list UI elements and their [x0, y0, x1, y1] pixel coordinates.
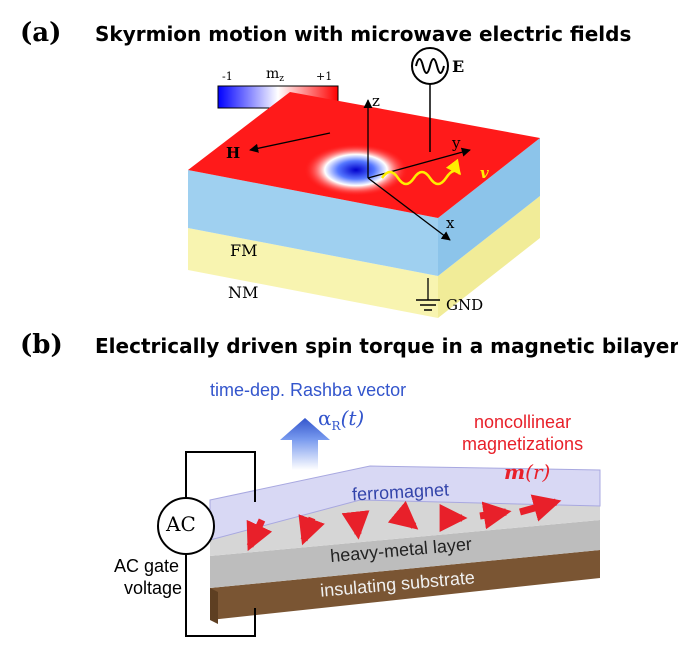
- magnetization-arrow: [341, 510, 370, 540]
- colorbar-max: +1: [316, 70, 332, 83]
- magnetizations-label: magnetizations: [462, 434, 584, 454]
- substrate-front: [210, 550, 600, 620]
- fm-label: FM: [230, 241, 257, 260]
- rashba-arrow: [280, 418, 330, 470]
- rashba-symbol: αR(t): [318, 406, 364, 433]
- x-axis: [367, 177, 451, 241]
- h-field-arrow: [249, 132, 331, 153]
- magnetization-arrow: [387, 500, 419, 530]
- m-letter: m: [504, 460, 526, 484]
- m-symbol: m(r): [504, 460, 550, 484]
- panel-a-letter: (a): [20, 18, 62, 48]
- y-axis-label: y: [451, 134, 461, 152]
- skyrmion: [304, 144, 408, 196]
- magnetization-arrow: [479, 501, 512, 530]
- magnetization-arrows: [246, 494, 562, 552]
- nm-side-face: [438, 196, 540, 318]
- ac-gate-label: AC gate: [114, 556, 180, 576]
- nm-front-face: [188, 228, 438, 318]
- rashba-label: time-dep. Rashba vector: [210, 380, 407, 400]
- velocity-label: v: [480, 164, 489, 182]
- ac-label: AC: [166, 512, 196, 536]
- e-label: E: [452, 57, 464, 76]
- x-axis-label: x: [446, 214, 455, 232]
- panel-b-title: Electrically driven spin torque in a mag…: [95, 334, 678, 358]
- panel-b-letter: (b): [20, 330, 63, 360]
- magnetization-arrow: [298, 514, 325, 546]
- velocity-arrow: [380, 158, 461, 186]
- fm-side-face: [438, 138, 540, 276]
- ac-gate-source-icon: [157, 497, 215, 555]
- z-label: z: [372, 92, 380, 110]
- rashba-subscript: R: [331, 419, 341, 433]
- magnetization-arrow: [246, 518, 273, 552]
- substrate-edge: [210, 588, 218, 624]
- colorbar-label: mz: [266, 66, 284, 84]
- heavy-metal-front: [210, 520, 600, 588]
- rashba-alpha: α: [318, 406, 332, 430]
- circuit-wire-top: [185, 451, 256, 502]
- rashba-argument: (t): [340, 406, 365, 430]
- sine-wave-icon: [415, 58, 445, 74]
- m-argument: (r): [525, 460, 551, 484]
- voltage-label: voltage: [124, 578, 183, 598]
- fm-front-face: [188, 170, 438, 276]
- panel-a-title: Skyrmion motion with microwave electric …: [95, 22, 632, 46]
- magnetization-arrow: [519, 494, 562, 522]
- circuit-wire-bottom: [185, 554, 256, 637]
- h-label: H: [226, 144, 240, 162]
- colorbar-min: -1: [222, 70, 233, 83]
- nm-label: NM: [228, 283, 258, 302]
- gnd-label: GND: [446, 296, 483, 314]
- noncollinear-label: noncollinear: [474, 412, 572, 432]
